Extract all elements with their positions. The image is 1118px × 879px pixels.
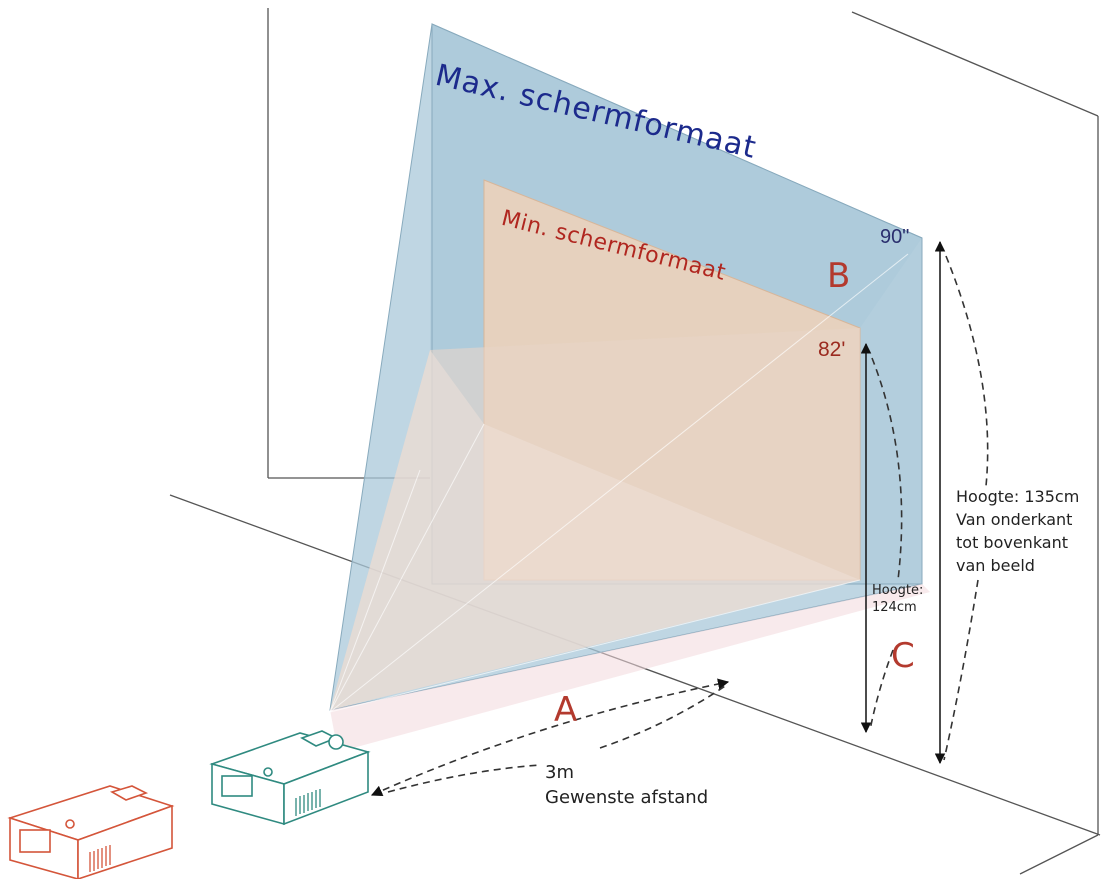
projector-near-panel <box>221 775 253 797</box>
label-c: C <box>891 636 915 676</box>
label-b: B <box>827 256 851 296</box>
curve-b-upper <box>945 255 989 487</box>
projector-near-lens <box>328 734 344 750</box>
distance-curve-low <box>387 764 541 793</box>
ray-left <box>329 423 485 713</box>
curve-c-lower <box>869 649 894 731</box>
max-size-label: 90" <box>880 226 910 248</box>
ray-center <box>329 253 909 713</box>
label-a: A <box>554 690 578 730</box>
projector-near <box>209 730 371 826</box>
floor-corner-line <box>1019 834 1099 875</box>
ray-inner <box>329 469 421 713</box>
projector-far <box>7 785 175 879</box>
min-cone-inner <box>330 350 860 710</box>
min-size-label: 82' <box>818 338 846 361</box>
height-min-line1: Hoogte: <box>872 583 924 598</box>
projector-far-lens-housing <box>109 785 149 801</box>
height-max-line4: van beeld <box>956 556 1035 575</box>
height-max-line2: Van onderkant <box>956 510 1073 529</box>
height-max-line1: Hoogte: 135cm <box>956 487 1080 506</box>
distance-curve-right <box>599 683 729 749</box>
curve-b-lower <box>943 579 979 761</box>
projector-far-panel <box>19 829 51 853</box>
height-max-label: Hoogte: 135cm Van onderkant tot bovenkan… <box>956 485 1118 577</box>
projector-near-vents <box>295 789 321 816</box>
projector-far-vents <box>89 845 111 872</box>
distance-caption: Gewenste afstand <box>545 787 709 808</box>
curve-c-upper <box>871 357 903 581</box>
projector-near-side <box>283 750 369 826</box>
distance-value: 3m <box>545 762 574 783</box>
height-arrows <box>860 240 946 765</box>
dimension-curves <box>370 255 989 797</box>
height-min-label: Hoogte: 124cm <box>872 582 942 616</box>
height-min-line2: 124cm <box>872 600 917 615</box>
distance-label: 3m Gewenste afstand <box>545 760 765 810</box>
ceiling-wall-line <box>851 11 1099 117</box>
distance-arrow <box>370 678 730 797</box>
height-max-line3: tot bovenkant <box>956 533 1069 552</box>
projector-near-button <box>263 767 273 777</box>
projector-far-button <box>65 819 75 829</box>
